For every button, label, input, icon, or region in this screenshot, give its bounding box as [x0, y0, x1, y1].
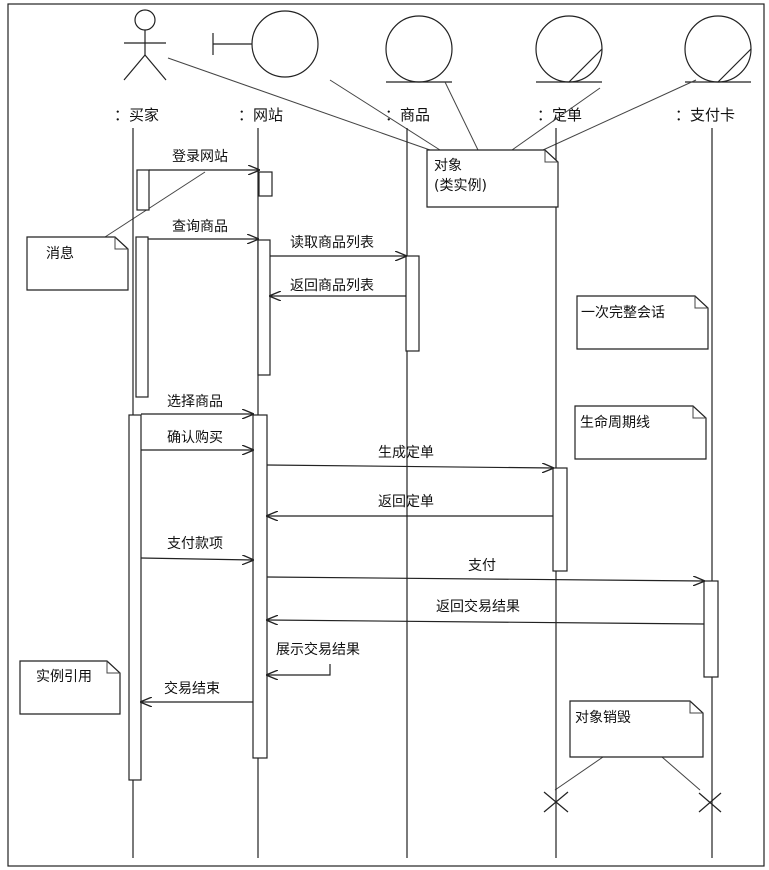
- control-order-icon: [535, 15, 603, 83]
- note-lifeline: 生命周期线: [574, 405, 707, 460]
- message-label-show-result: 展示交易结果: [276, 641, 360, 658]
- message-label-query: 查询商品: [172, 219, 228, 235]
- message-lines: [141, 170, 704, 702]
- note-connectors: [104, 57, 701, 791]
- message-label-pay: 支付: [468, 558, 496, 574]
- note-object-line-2: (类实例): [434, 178, 487, 194]
- message-show-result: [267, 664, 331, 675]
- message-label-end: 交易结束: [164, 680, 220, 697]
- note-message-line-1: 消息: [46, 245, 74, 262]
- note-instance-ref: 实例引用: [19, 660, 121, 715]
- note-lifeline-line-1: 生命周期线: [580, 414, 650, 431]
- destroy-marker-order-icon: [543, 791, 569, 813]
- note-session: 一次完整会话: [576, 295, 709, 350]
- message-label-create-order: 生成定单: [378, 445, 434, 461]
- destroy-marker-card-icon: [698, 792, 722, 813]
- note-session-line-1: 一次完整会话: [581, 305, 665, 321]
- message-return-result: [267, 620, 705, 624]
- note-object-line-1: 对象: [434, 158, 462, 174]
- message-label-return-result: 返回交易结果: [436, 598, 520, 615]
- activation-bars: [128, 169, 719, 781]
- lifeline-label-order: ：定单: [537, 106, 582, 124]
- note-object: 对象 (类实例): [426, 149, 559, 208]
- message-label-select: 选择商品: [167, 394, 223, 410]
- lifeline-label-site: ：网站: [238, 106, 283, 124]
- note-message: 消息: [26, 236, 129, 291]
- control-card-icon: [684, 15, 752, 83]
- message-label-confirm: 确认购买: [167, 430, 223, 446]
- lifeline-label-card: ：支付卡: [675, 106, 735, 124]
- message-label-return-list: 返回商品列表: [290, 278, 374, 294]
- note-instance-ref-line-1: 实例引用: [36, 669, 92, 685]
- message-pay-amount: [140, 558, 253, 560]
- message-create-order: [266, 465, 553, 468]
- message-label-return-order: 返回定单: [378, 494, 434, 510]
- message-label-pay-amount: 支付款项: [167, 536, 223, 552]
- message-label-login: 登录网站: [172, 149, 228, 165]
- entity-goods-icon: [385, 15, 453, 83]
- diagram-frame: [7, 3, 765, 867]
- lifeline-label-buyer: ：买家: [114, 106, 159, 124]
- message-label-read-list: 读取商品列表: [290, 234, 374, 251]
- lifeline-label-goods: ：商品: [385, 106, 430, 124]
- actor-buyer-icon: [123, 9, 167, 81]
- note-destroy: 对象销毁: [569, 700, 704, 758]
- boundary-website-icon: [212, 10, 319, 78]
- note-destroy-line-1: 对象销毁: [575, 710, 631, 726]
- message-pay: [266, 577, 704, 581]
